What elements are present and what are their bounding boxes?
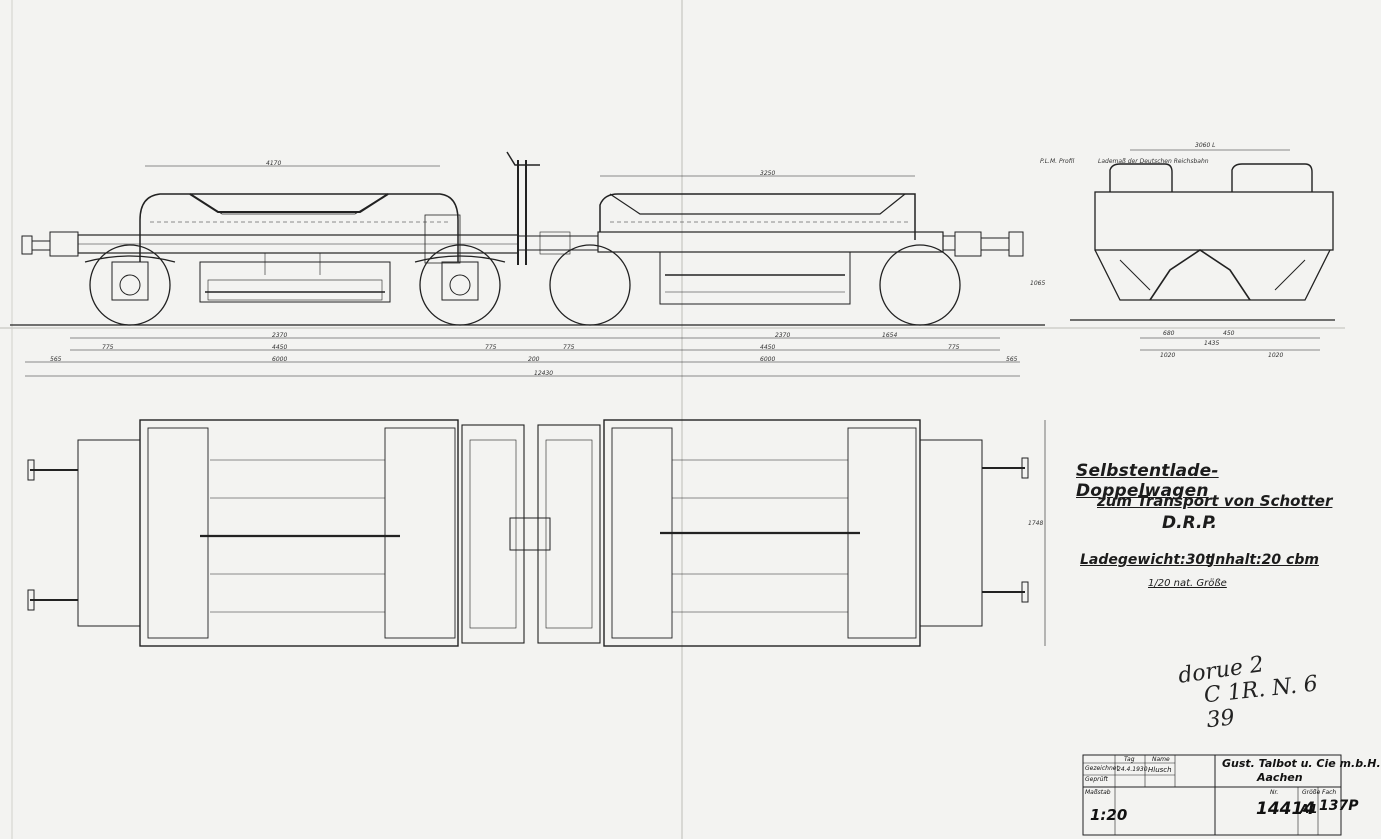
tb-city: Aachen <box>1257 771 1303 784</box>
drawing-title: Selbstentlade-Doppelwagen <box>1076 461 1219 501</box>
patent-mark: D.R.P. <box>1162 513 1217 533</box>
tb-row-drawn: Gezeichnet <box>1085 765 1119 772</box>
tb-scale: 1:20 <box>1090 806 1128 824</box>
side-view-left-wagon <box>21 151 599 326</box>
plan-view <box>27 419 1046 647</box>
dimension-lines-rows <box>25 337 1020 377</box>
dim-4170: 4170 <box>266 160 282 167</box>
dim-2370-right: 2370 <box>775 332 791 339</box>
tb-row-checked: Geprüft <box>1085 776 1108 783</box>
dim-1020-left: 1020 <box>1160 352 1176 359</box>
dim-450: 450 <box>1223 330 1235 337</box>
dim-565-right: 565 <box>1006 356 1018 363</box>
load-profile-label: Lademaß der Deutschen Reichsbahn <box>1098 158 1209 165</box>
dim-565-left: 565 <box>50 356 62 363</box>
dim-200: 200 <box>528 356 540 363</box>
dim-plan-width: 1748 <box>1028 520 1044 527</box>
dim-775-b: 775 <box>485 344 497 351</box>
dim-4450-right: 4450 <box>760 344 776 351</box>
tb-no-label: Nr. <box>1270 789 1279 796</box>
dim-12430: 12430 <box>534 370 554 377</box>
dim-3250: 3250 <box>760 170 776 177</box>
dim-775-d: 775 <box>948 344 960 351</box>
titleblock-grid <box>1082 754 1342 836</box>
drawing-subtitle: zum Transport von Schotter <box>1097 492 1333 510</box>
dim-6000-left: 6000 <box>272 356 288 363</box>
tb-drawer: Hlusch <box>1148 766 1172 774</box>
dim-3060: 3060 L <box>1195 142 1216 149</box>
dim-side-height: 1065 <box>1030 280 1046 287</box>
load-capacity: Ladegewicht:30t <box>1080 552 1212 568</box>
tb-size-label: Größe <box>1302 789 1321 796</box>
tb-col-name: Name <box>1152 756 1170 763</box>
tb-size: A1 <box>1300 802 1318 816</box>
tb-sheet: 137P <box>1319 798 1359 814</box>
tb-company: Gust. Talbot u. Cie m.b.H. <box>1222 757 1381 770</box>
dim-1020-right: 1020 <box>1268 352 1284 359</box>
dim-4450-left: 4450 <box>272 344 288 351</box>
tb-col-tag: Tag <box>1124 756 1135 763</box>
dim-775-c: 775 <box>563 344 575 351</box>
tb-date: 24.4.1930 <box>1117 766 1148 773</box>
dim-2370-left: 2370 <box>272 332 288 339</box>
technical-drawing <box>0 0 1345 839</box>
tb-number: 14414 <box>1256 799 1316 819</box>
profile-label: P.L.M. Profil <box>1040 158 1075 165</box>
dim-1654: 1654 <box>882 332 898 339</box>
tb-scale-label: Maßstab <box>1085 789 1111 796</box>
tb-sheet-label: Fach <box>1322 789 1337 796</box>
scale-note: 1/20 nat. Größe <box>1148 578 1227 589</box>
dim-680: 680 <box>1163 330 1175 337</box>
dim-1435: 1435 <box>1204 340 1220 347</box>
volume-capacity: Jnhalt:20 cbm <box>1210 552 1319 568</box>
dimension-lines-top <box>145 165 915 177</box>
dim-6000-right: 6000 <box>760 356 776 363</box>
dim-775-a: 775 <box>102 344 114 351</box>
end-view <box>1070 149 1335 351</box>
side-view-right-wagon <box>549 193 1024 326</box>
